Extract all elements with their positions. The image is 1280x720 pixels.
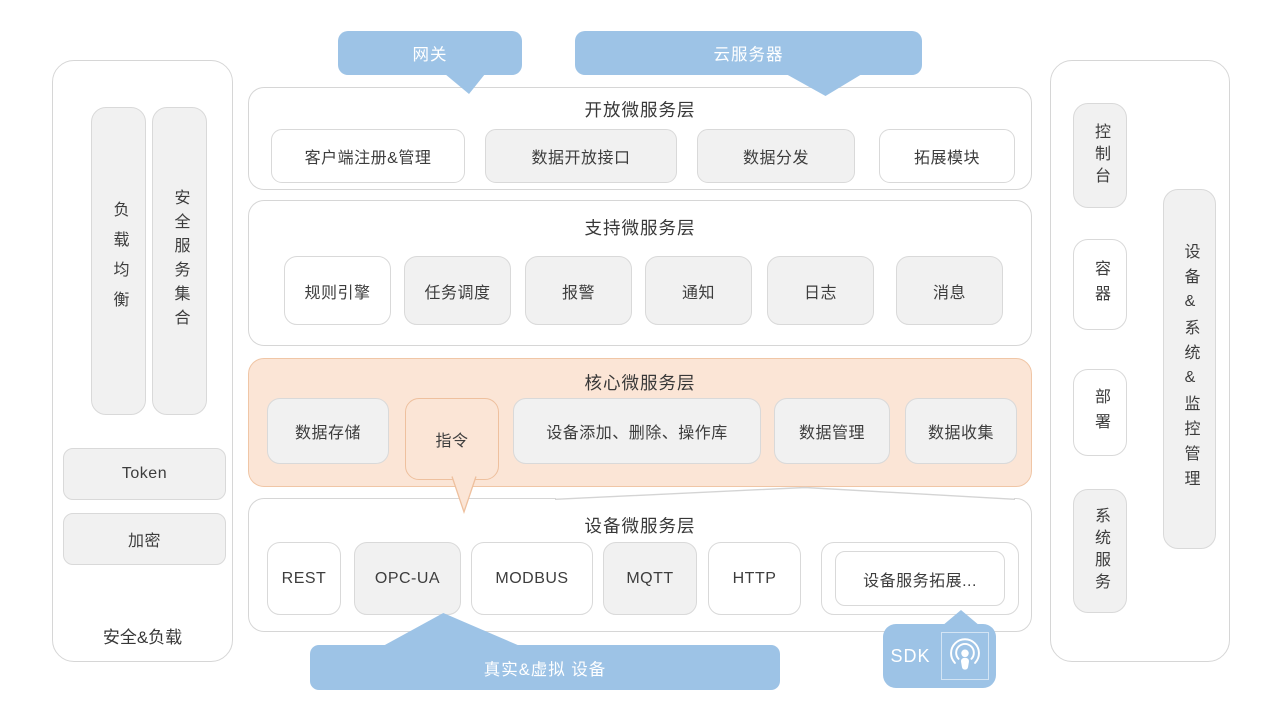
system-service-box: 系统服务 [1073, 489, 1127, 613]
podcast-icon [940, 632, 989, 680]
service-box-rest: REST [267, 542, 341, 615]
service-box-rule-engine: 规则引擎 [284, 256, 391, 325]
service-box-command-callout: 指令 [405, 398, 499, 480]
system-service-label: 系统服务 [1092, 507, 1109, 595]
open-layer-title: 开放微服务层 [584, 100, 696, 120]
service-box-mqtt: MQTT [603, 542, 697, 615]
service-box-notification: 通知 [645, 256, 752, 325]
sdk-callout: SDK [883, 624, 996, 688]
management-panel: 控制台 容器 部署 系统服务 设备&系统&监控管理 [1050, 60, 1230, 662]
load-balancing-box: 负载均衡 [91, 107, 146, 415]
security-load-panel: 负载均衡 安全服务集合 Token 加密 安全&负载 [52, 60, 233, 662]
service-box-message: 消息 [896, 256, 1003, 325]
encryption-box: 加密 [63, 513, 226, 565]
device-monitor-label: 设备&系统&监控管理 [1181, 243, 1199, 495]
support-layer-title: 支持微服务层 [584, 218, 696, 238]
container-box: 容器 [1073, 239, 1127, 330]
core-layer-title: 核心微服务层 [584, 373, 696, 393]
devices-callout: 真实&虚拟 设备 [310, 645, 780, 690]
service-box-client-register: 客户端注册&管理 [271, 129, 465, 183]
service-box-device-crud: 设备添加、删除、操作库 [513, 398, 761, 464]
left-panel-caption: 安全&负载 [102, 628, 183, 647]
service-box-data-storage: 数据存储 [267, 398, 389, 464]
token-box: Token [63, 448, 226, 500]
service-box-data-collection: 数据收集 [905, 398, 1017, 464]
device-monitor-box: 设备&系统&监控管理 [1163, 189, 1216, 549]
service-box-http: HTTP [708, 542, 801, 615]
console-label: 控制台 [1092, 122, 1109, 189]
open-microservice-layer: 开放微服务层 客户端注册&管理 数据开放接口 数据分发 拓展模块 [248, 87, 1032, 190]
container-label: 容器 [1092, 259, 1109, 310]
service-box-extension-module: 拓展模块 [879, 129, 1015, 183]
service-box-data-distribution: 数据分发 [697, 129, 855, 183]
service-box-data-management: 数据管理 [774, 398, 890, 464]
service-box-modbus: MODBUS [471, 542, 593, 615]
gateway-callout: 网关 [338, 31, 522, 75]
service-box-task-schedule: 任务调度 [404, 256, 511, 325]
device-layer-title: 设备微服务层 [584, 516, 696, 536]
device-microservice-layer: 设备微服务层 REST OPC-UA MODBUS MQTT HTTP 设备服务… [248, 498, 1032, 632]
security-collection-label: 安全服务集合 [171, 189, 189, 333]
service-box-log: 日志 [767, 256, 874, 325]
cloud-server-callout: 云服务器 [575, 31, 922, 75]
sdk-label: SDK [890, 645, 931, 666]
core-microservice-layer: 核心微服务层 数据存储 指令 设备添加、删除、操作库 数据管理 数据收集 [248, 358, 1032, 487]
service-box-opc-ua: OPC-UA [354, 542, 461, 615]
device-extension-inner-frame: 设备服务拓展... [835, 551, 1005, 606]
load-balancing-label: 负载均衡 [110, 201, 128, 321]
console-box: 控制台 [1073, 103, 1127, 208]
deployment-label: 部署 [1092, 387, 1109, 438]
service-box-device-extension: 设备服务拓展... [821, 542, 1019, 615]
deployment-box: 部署 [1073, 369, 1127, 456]
service-box-open-data-api: 数据开放接口 [485, 129, 677, 183]
security-collection-box: 安全服务集合 [152, 107, 207, 415]
support-microservice-layer: 支持微服务层 规则引擎 任务调度 报警 通知 日志 消息 [248, 200, 1032, 346]
service-box-alarm: 报警 [525, 256, 632, 325]
